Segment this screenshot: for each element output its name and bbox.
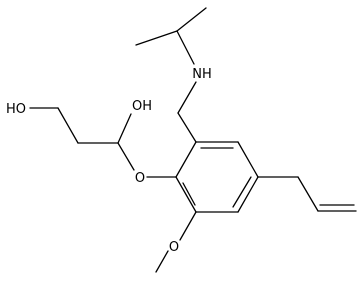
bond-o-methoxy-ch3: [155, 250, 169, 273]
bond-nh-ch2: [177, 81, 197, 114]
bond-o-ether-ch: [117, 142, 135, 171]
o-ether-label: O: [135, 171, 145, 186]
nh-label: NH: [192, 67, 212, 82]
ho-left-label: HO: [6, 102, 26, 117]
bond-ring-o-methoxy: [179, 211, 197, 241]
bond-ch2-ring: [177, 112, 197, 143]
ring-double-c5-c6: [182, 182, 196, 206]
bond-allyl-ch2-ch: [297, 176, 319, 212]
bonds: [29, 7, 357, 273]
oh-top-label: OH: [132, 99, 152, 114]
ring-bond-c6-c1: [175, 141, 197, 178]
o-methoxy-label: O: [169, 240, 179, 255]
bond-methyl-top: [176, 7, 207, 32]
ring-bond-c3-c4: [237, 176, 259, 213]
atom-labels: NH OH HO O O: [6, 67, 212, 255]
ring-bond-c5-c6: [175, 176, 197, 213]
ring-bond-c2-c3: [237, 141, 259, 178]
bond-ch-nh: [176, 30, 195, 65]
bond-methyl-left: [135, 30, 178, 46]
bond-ch-oh: [117, 113, 132, 144]
bond-ch2-ch2: [57, 107, 79, 144]
ring-double-c3-c4: [232, 176, 252, 208]
